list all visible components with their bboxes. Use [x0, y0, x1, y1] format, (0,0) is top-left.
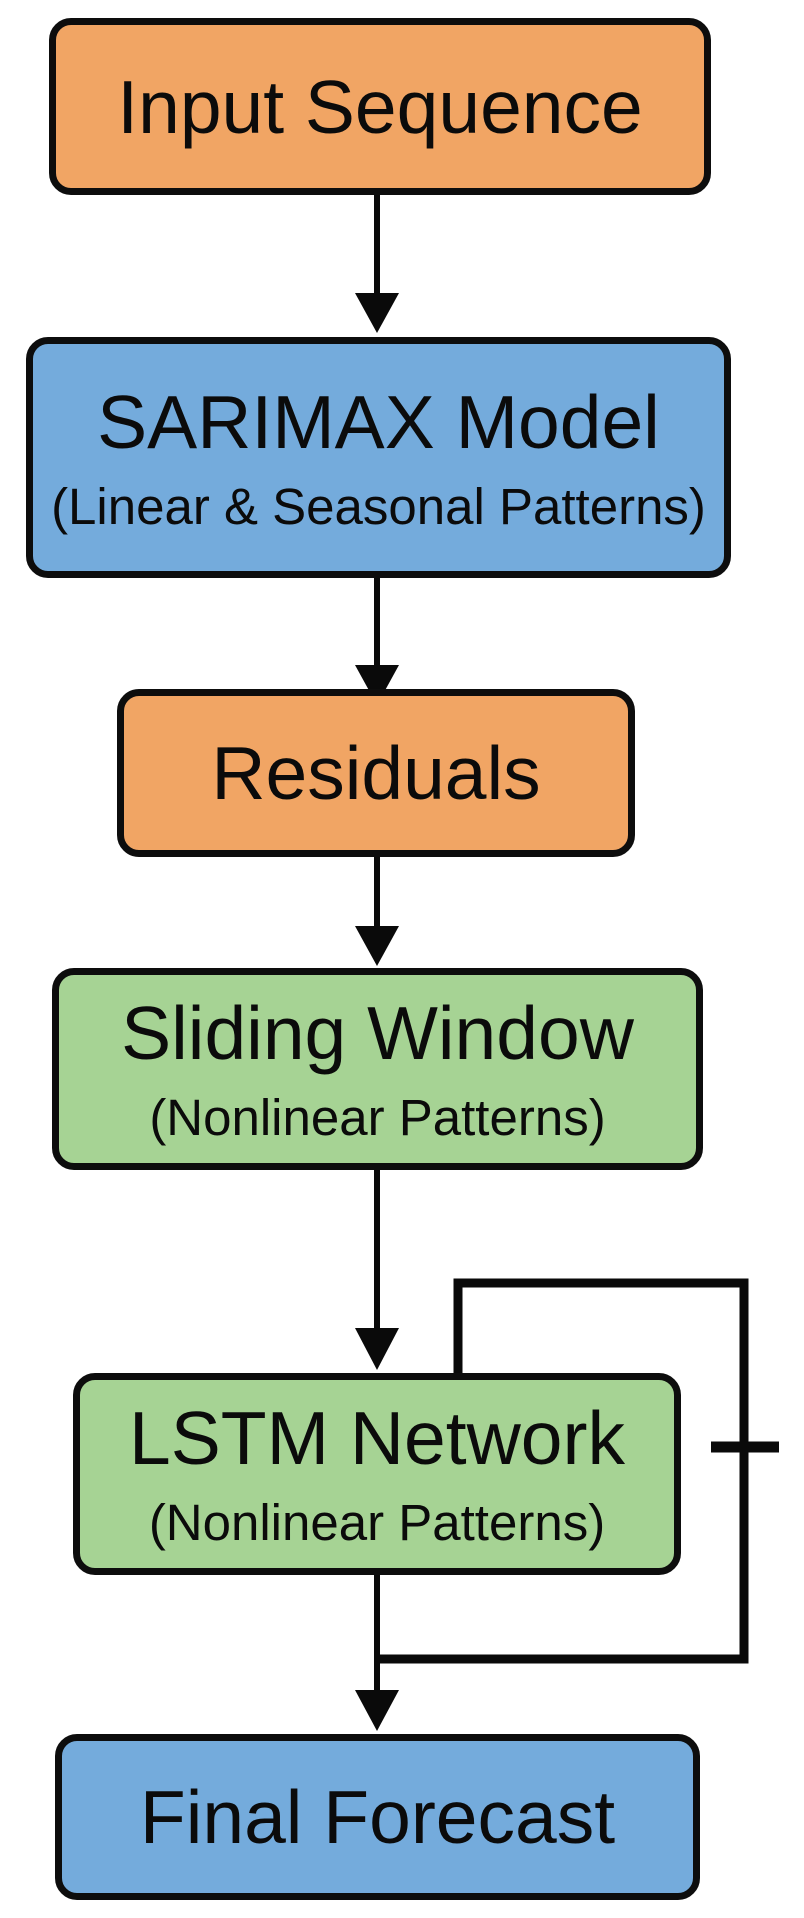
node-sliding-window: Sliding Window (Nonlinear Patterns) — [52, 968, 703, 1170]
arrowhead-input-to-sarimax — [355, 293, 399, 333]
node-sliding-window-label: Sliding Window — [121, 991, 634, 1075]
arrowhead-residuals-to-sliding — [355, 926, 399, 966]
node-final-forecast-label: Final Forecast — [139, 1775, 616, 1859]
node-sarimax-model-sublabel: (Linear & Seasonal Patterns) — [51, 477, 706, 535]
node-input-sequence-label: Input Sequence — [117, 64, 643, 149]
node-sarimax-model-label: SARIMAX Model — [97, 379, 660, 464]
node-lstm-network: LSTM Network (Nonlinear Patterns) — [73, 1373, 681, 1575]
arrowhead-sliding-to-lstm — [355, 1328, 399, 1370]
node-sarimax-model: SARIMAX Model (Linear & Seasonal Pattern… — [26, 337, 731, 578]
arrowhead-lstm-to-final — [355, 1690, 399, 1731]
node-final-forecast: Final Forecast — [55, 1734, 700, 1900]
node-sliding-window-sublabel: (Nonlinear Patterns) — [149, 1089, 606, 1146]
node-lstm-network-label: LSTM Network — [129, 1396, 625, 1480]
node-input-sequence: Input Sequence — [49, 18, 711, 195]
node-lstm-network-sublabel: (Nonlinear Patterns) — [148, 1494, 606, 1551]
node-residuals: Residuals — [117, 689, 635, 857]
node-residuals-label: Residuals — [211, 731, 541, 815]
